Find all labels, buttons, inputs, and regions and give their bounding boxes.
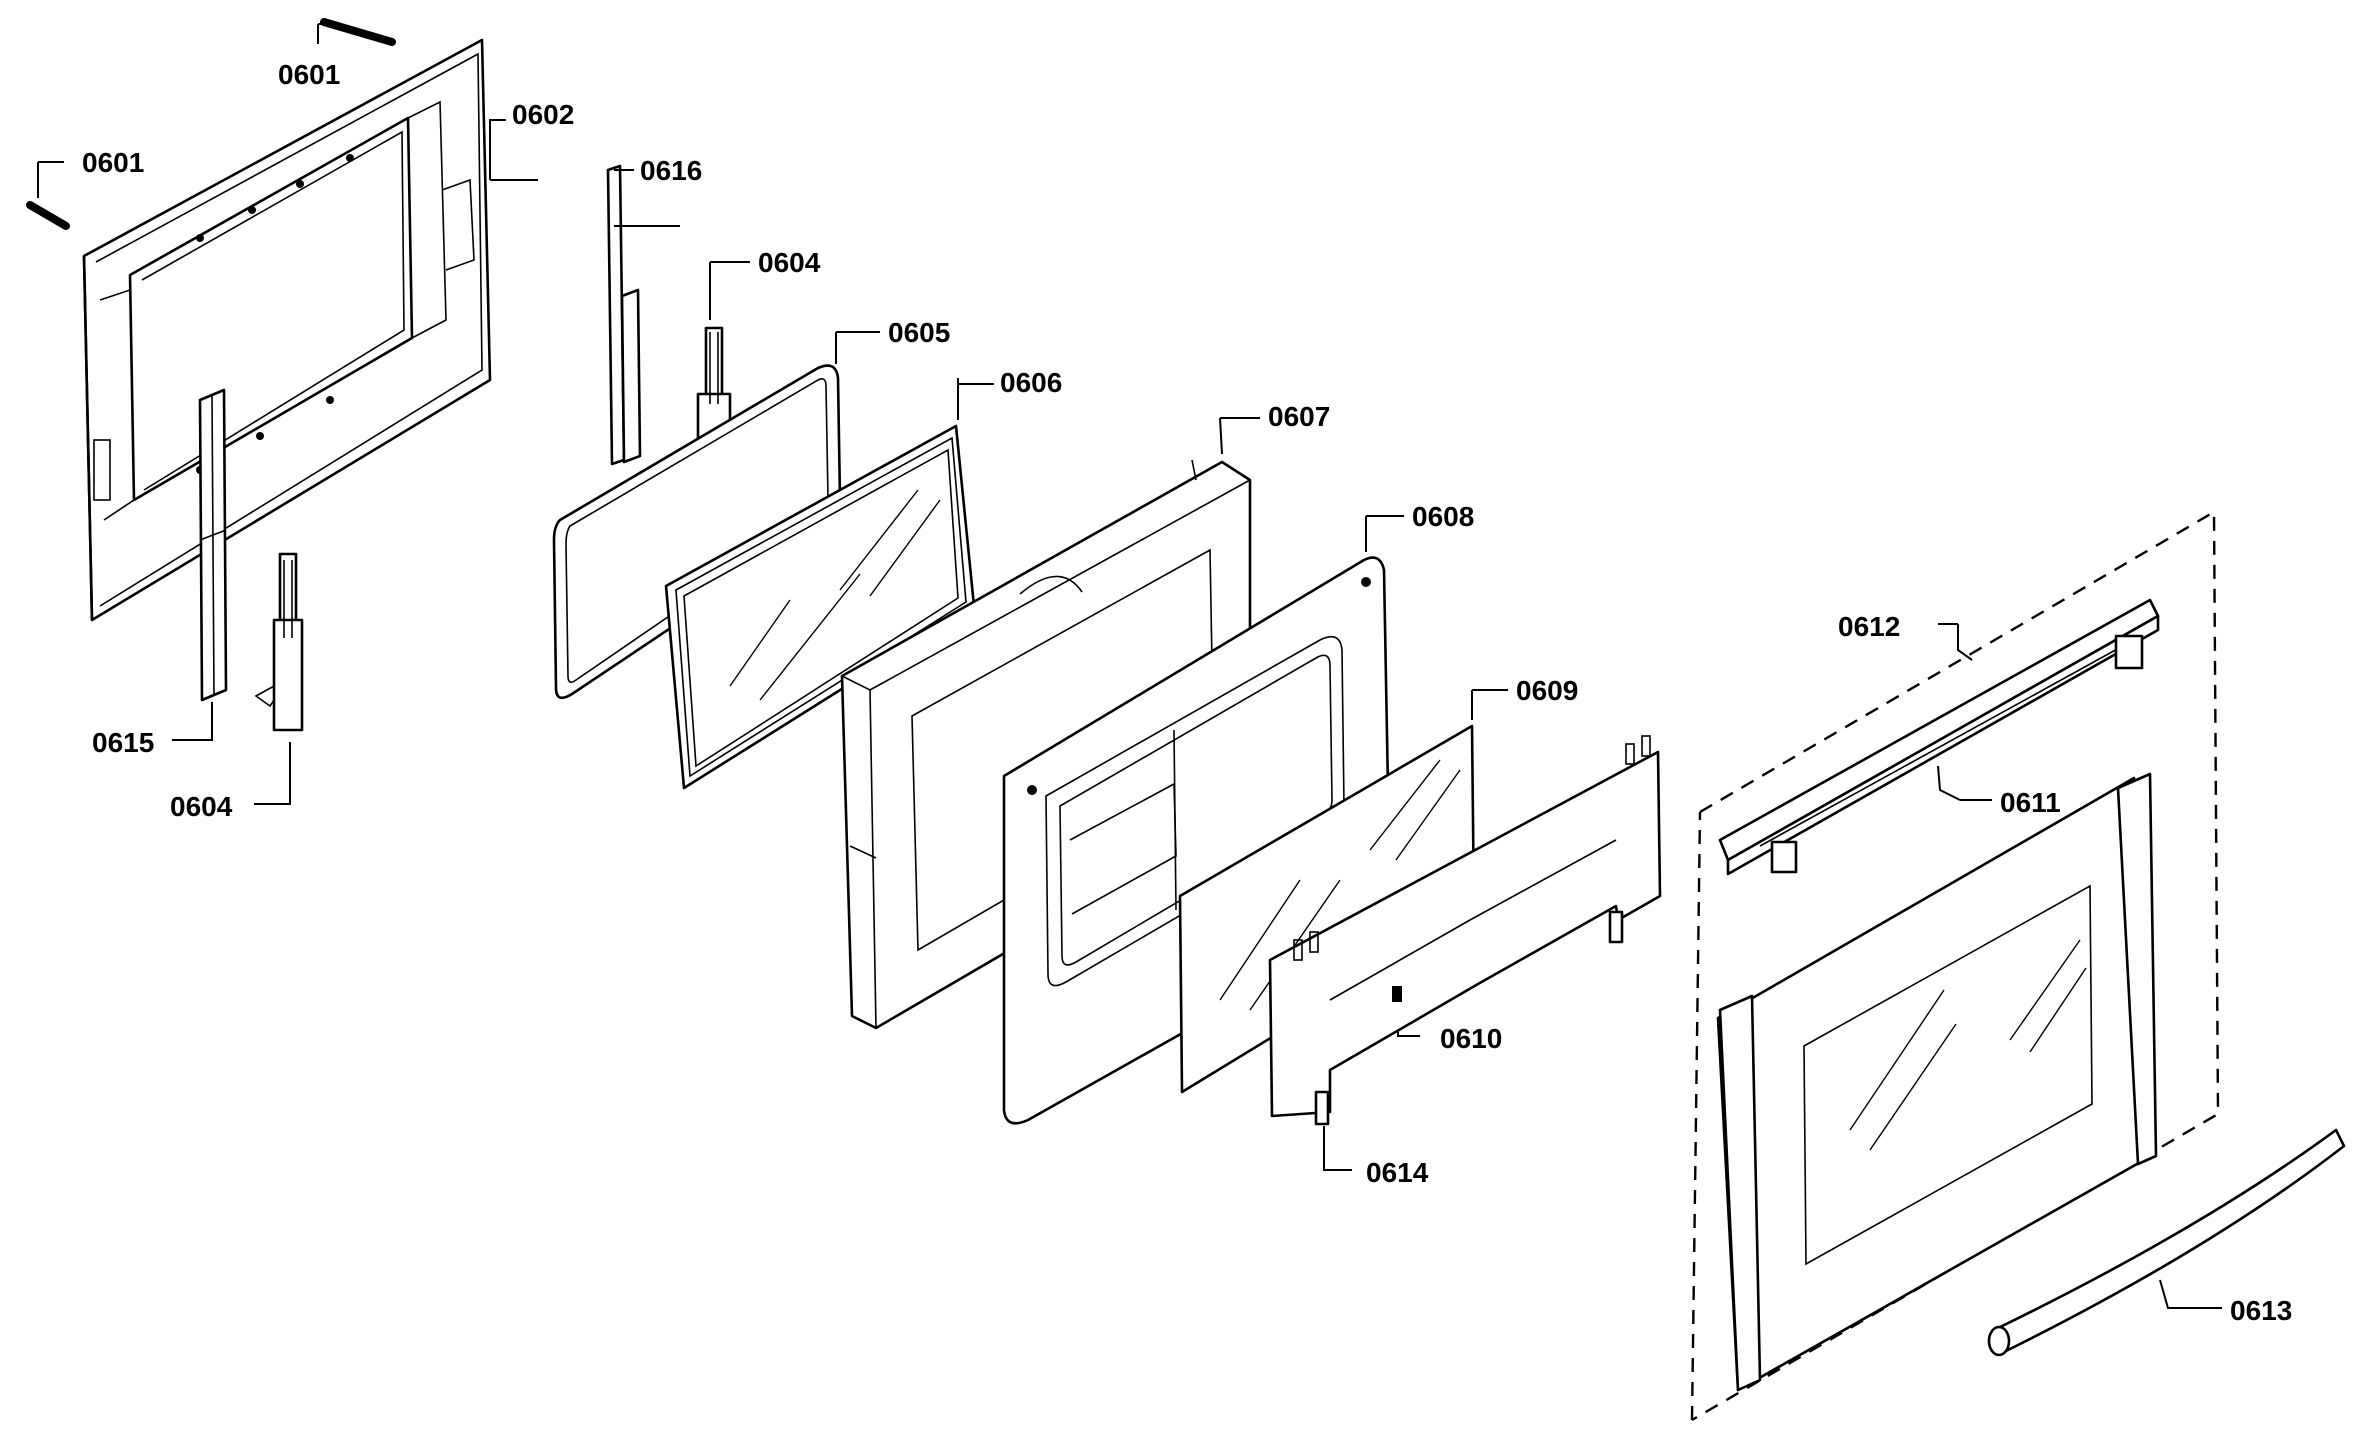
inner-glass-pane <box>664 424 976 790</box>
outer-door-panel <box>1716 772 2158 1392</box>
callout-0612: 0612 <box>1838 611 1900 642</box>
callout-0613: 0613 <box>2230 1295 2292 1326</box>
door-top-rail <box>1718 598 2160 876</box>
callout-0602: 0602 <box>512 99 574 130</box>
glass-bracket-frame <box>1268 735 1662 1126</box>
hinge-pin-top <box>320 18 396 46</box>
callout-0606: 0606 <box>1000 367 1062 398</box>
hinge-lower-left <box>254 552 304 732</box>
inner-door-frame <box>82 38 492 622</box>
door-handle <box>1987 1128 2346 1357</box>
callout-0614: 0614 <box>1366 1157 1429 1188</box>
callout-0615: 0615 <box>92 727 154 758</box>
callout-0601-left: 0601 <box>82 147 144 178</box>
callout-0607: 0607 <box>1268 401 1330 432</box>
hinge-pin-left <box>26 201 70 230</box>
callout-0611: 0611 <box>2000 787 2061 818</box>
callout-0604-lower: 0604 <box>170 791 233 822</box>
callout-0610: 0610 <box>1440 1023 1502 1054</box>
leader-lines <box>37 24 2188 1309</box>
callout-0609: 0609 <box>1516 675 1578 706</box>
callout-0601-top: 0601 <box>278 59 340 90</box>
side-strip-right <box>606 164 642 466</box>
callout-0616: 0616 <box>640 155 702 186</box>
callout-0604-upper: 0604 <box>758 247 821 278</box>
callout-0608: 0608 <box>1412 501 1474 532</box>
side-strip-left <box>198 388 228 702</box>
leader-stubs <box>38 23 2222 1309</box>
callout-0605: 0605 <box>888 317 950 348</box>
